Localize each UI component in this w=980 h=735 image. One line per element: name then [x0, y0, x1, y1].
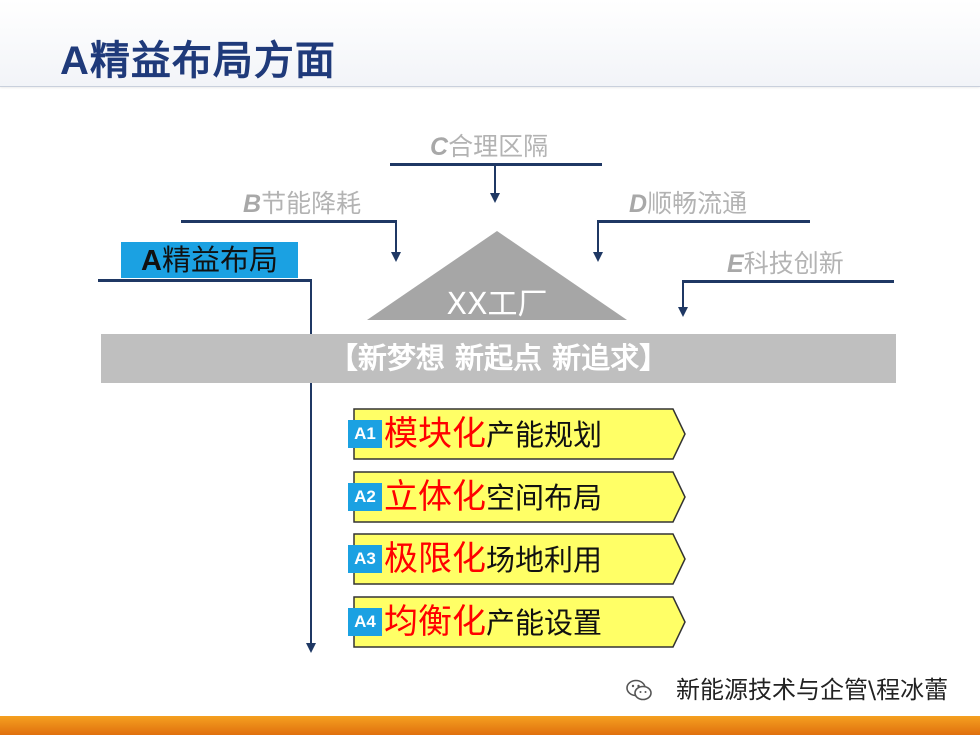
arrow-e-head: [678, 307, 688, 317]
item-arrow-shape: [353, 533, 686, 585]
list-item: A1 模块化产能规划: [348, 408, 686, 460]
item-text: 场地利用: [486, 543, 603, 577]
arrow-c-head: [490, 193, 500, 203]
arrow-a-shaft: [310, 279, 312, 643]
a-label-box: A精益布局: [121, 242, 298, 278]
item-arrow-shape: [353, 471, 686, 523]
item-tag: A1: [348, 420, 382, 448]
line-c: [390, 163, 602, 166]
list-item: A4 均衡化产能设置: [348, 596, 686, 648]
item-tag: A3: [348, 545, 382, 573]
list-item: A2 立体化空间布局: [348, 471, 686, 523]
item-arrow-shape: [353, 596, 686, 648]
title-letter: A: [60, 39, 90, 83]
label-c: C合理区隔: [430, 132, 549, 161]
label-b: B节能降耗: [243, 189, 362, 218]
item-highlight: 模块化: [384, 414, 486, 454]
arrow-e-shaft: [682, 280, 684, 308]
slide-title: A精益布局方面: [60, 28, 336, 86]
watermark: 新能源技术与企管\程冰蕾: [614, 672, 954, 708]
title-text: 精益布局方面: [89, 38, 336, 84]
arrow-c-shaft: [494, 165, 496, 193]
factory-triangle: [367, 231, 627, 320]
line-d: [597, 220, 810, 223]
line-e: [682, 280, 894, 283]
item-text: 产能规划: [486, 418, 603, 452]
wechat-icon: [626, 679, 652, 701]
item-tag: A2: [348, 483, 382, 511]
item-text: 产能设置: [486, 606, 603, 640]
item-arrow-shape: [353, 408, 686, 460]
line-b: [181, 220, 397, 223]
item-highlight: 立体化: [384, 477, 486, 517]
slogan-banner: 【新梦想 新起点 新追求】: [101, 334, 896, 383]
line-a: [98, 279, 312, 282]
item-text: 空间布局: [486, 481, 603, 515]
footer-bar: [0, 716, 980, 735]
arrow-a-head: [306, 643, 316, 653]
list-item: A3 极限化场地利用: [348, 533, 686, 585]
slide-header: A精益布局方面: [0, 0, 980, 87]
item-highlight: 均衡化: [384, 602, 486, 642]
factory-label: XX工厂: [446, 287, 548, 322]
label-d: D顺畅流通: [629, 189, 748, 218]
item-highlight: 极限化: [384, 539, 486, 579]
label-e: E科技创新: [727, 249, 844, 278]
item-tag: A4: [348, 608, 382, 636]
watermark-text: 新能源技术与企管\程冰蕾: [676, 676, 949, 704]
